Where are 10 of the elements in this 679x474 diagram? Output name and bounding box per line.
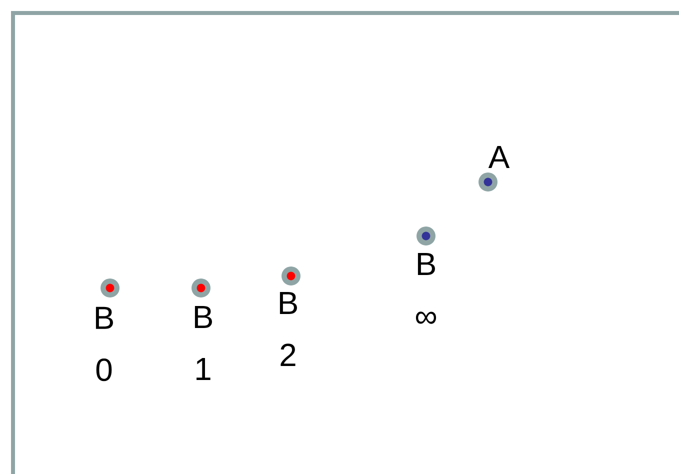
point-label: A [488, 146, 510, 168]
point [416, 226, 436, 246]
point-label: B ∞ [416, 252, 436, 324]
point [478, 172, 498, 192]
point [100, 278, 120, 298]
point [282, 266, 300, 286]
point [192, 278, 210, 298]
point-label: B 1 [194, 306, 212, 380]
point-label: B 2 [280, 292, 297, 366]
point-label: B 0 [96, 306, 113, 382]
